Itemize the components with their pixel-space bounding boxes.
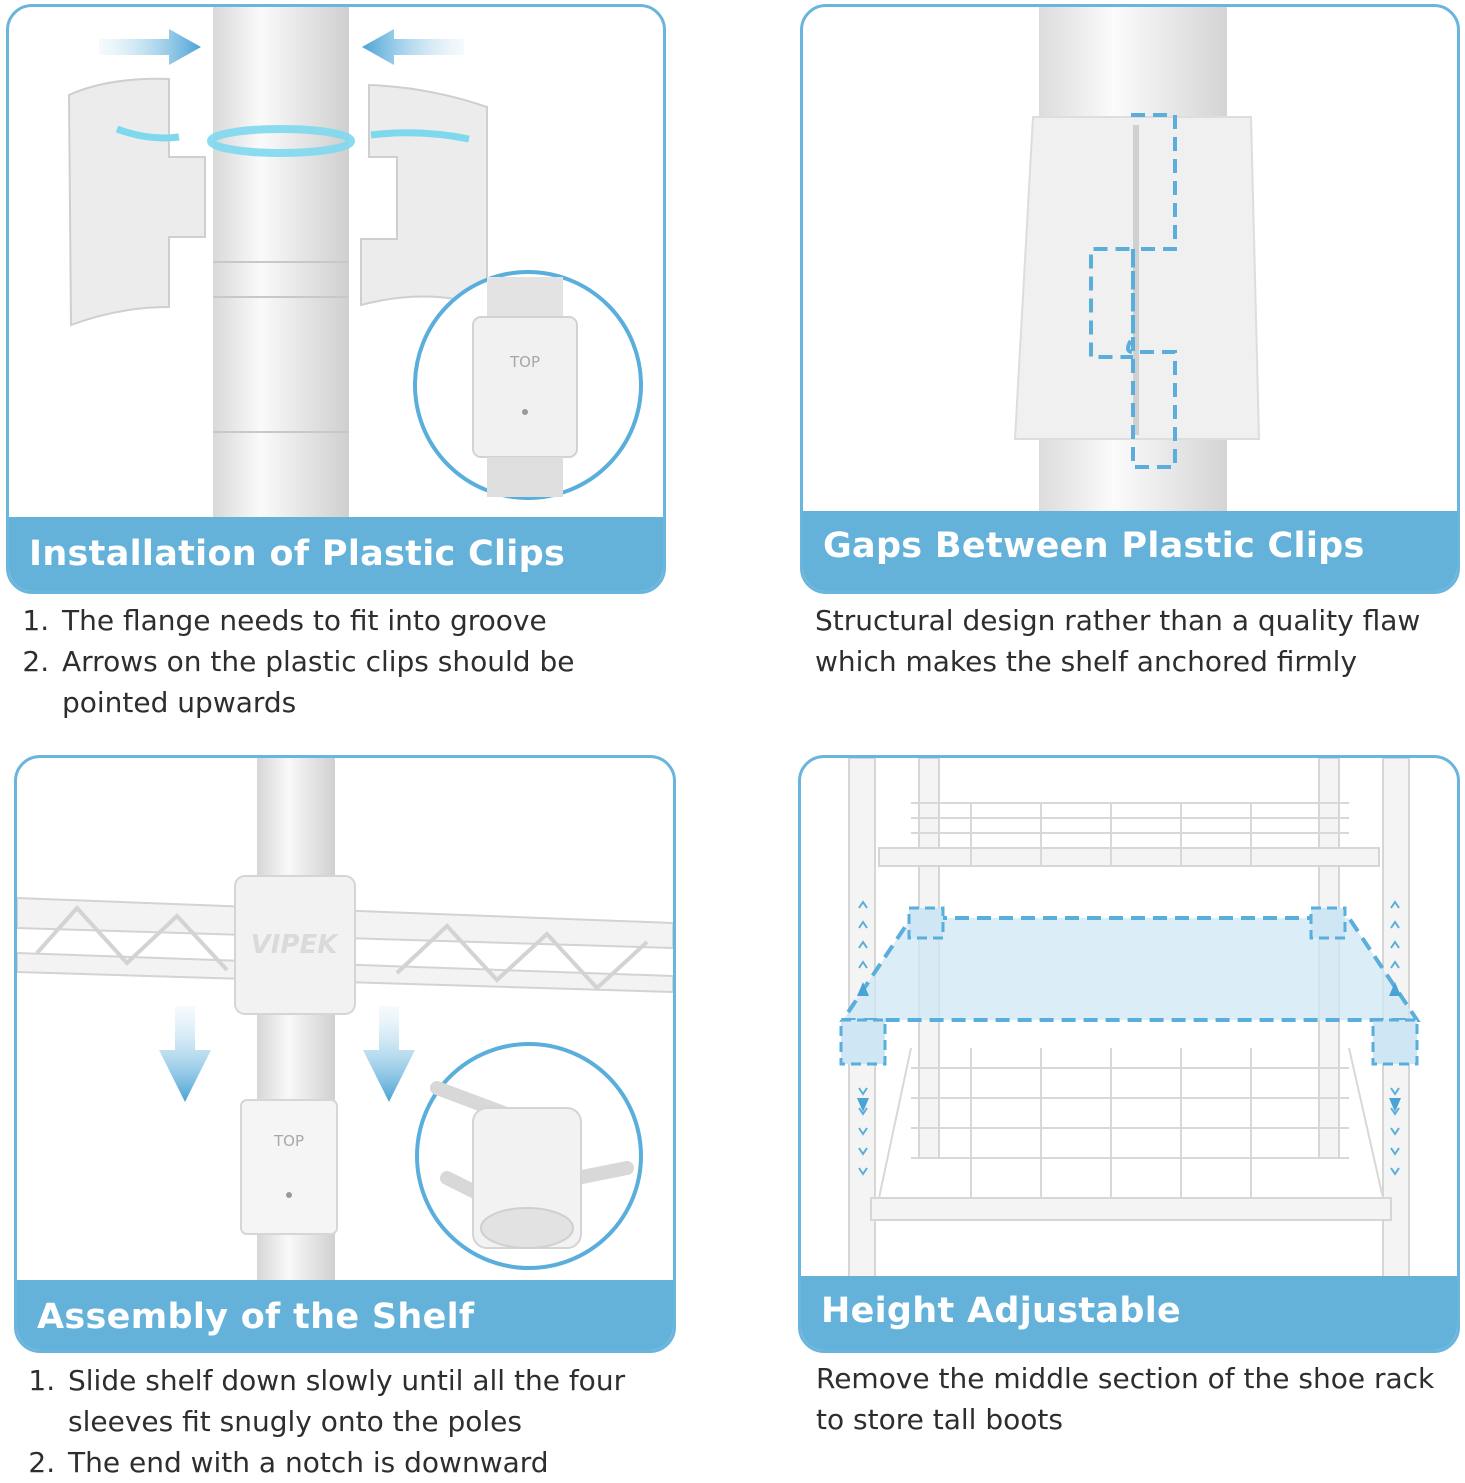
step-1: Slide shelf down slowly until all the fo…: [64, 1360, 668, 1442]
arrow-left-icon: [362, 29, 464, 65]
description-text: Structural design rather than a quality …: [815, 604, 1421, 678]
removable-shelf: [843, 918, 1417, 1020]
arrow-down-icon: [159, 1006, 211, 1102]
brand-mark: VIPEK: [251, 930, 340, 960]
panel-gaps: Gaps Between Plastic Clips: [800, 4, 1460, 594]
panel-height: Height Adjustable: [798, 755, 1460, 1353]
panel-installation-description: The flange needs to fit into groove Arro…: [22, 600, 662, 723]
clip-installation-illustration: TOP: [67, 7, 643, 523]
arrow-right-icon: [99, 29, 201, 65]
height-adjust-illustration: [839, 758, 1421, 1284]
description-text: Remove the middle section of the shoe ra…: [816, 1362, 1435, 1436]
top-marking: TOP: [273, 1132, 304, 1150]
gap-highlight: [1089, 113, 1177, 469]
banner-title: Assembly of the Shelf: [17, 1280, 673, 1350]
banner-title: Installation of Plastic Clips: [9, 517, 663, 591]
banner-title: Gaps Between Plastic Clips: [803, 511, 1457, 591]
step-2: The end with a notch is downward: [64, 1442, 668, 1483]
top-marking: TOP: [509, 353, 540, 371]
arrow-down-icon: [363, 1006, 415, 1102]
panel-gaps-description: Structural design rather than a quality …: [815, 600, 1455, 682]
left-clip: [67, 77, 206, 327]
panel-assembly: VIPEK TOP Assembly of the Shelf: [14, 755, 676, 1353]
step-1: The flange needs to fit into groove: [58, 600, 662, 641]
banner-title: Height Adjustable: [801, 1276, 1457, 1350]
clip-gap-illustration: [1013, 7, 1261, 523]
shelf-assembly-illustration: VIPEK TOP: [17, 758, 673, 1284]
panel-assembly-description: Slide shelf down slowly until all the fo…: [28, 1360, 668, 1483]
step-2: Arrows on the plastic clips should be po…: [58, 641, 662, 723]
right-clip: [360, 83, 488, 309]
panel-installation: TOP Installation of Plastic Clips: [6, 4, 666, 594]
panel-height-description: Remove the middle section of the shoe ra…: [816, 1358, 1456, 1440]
